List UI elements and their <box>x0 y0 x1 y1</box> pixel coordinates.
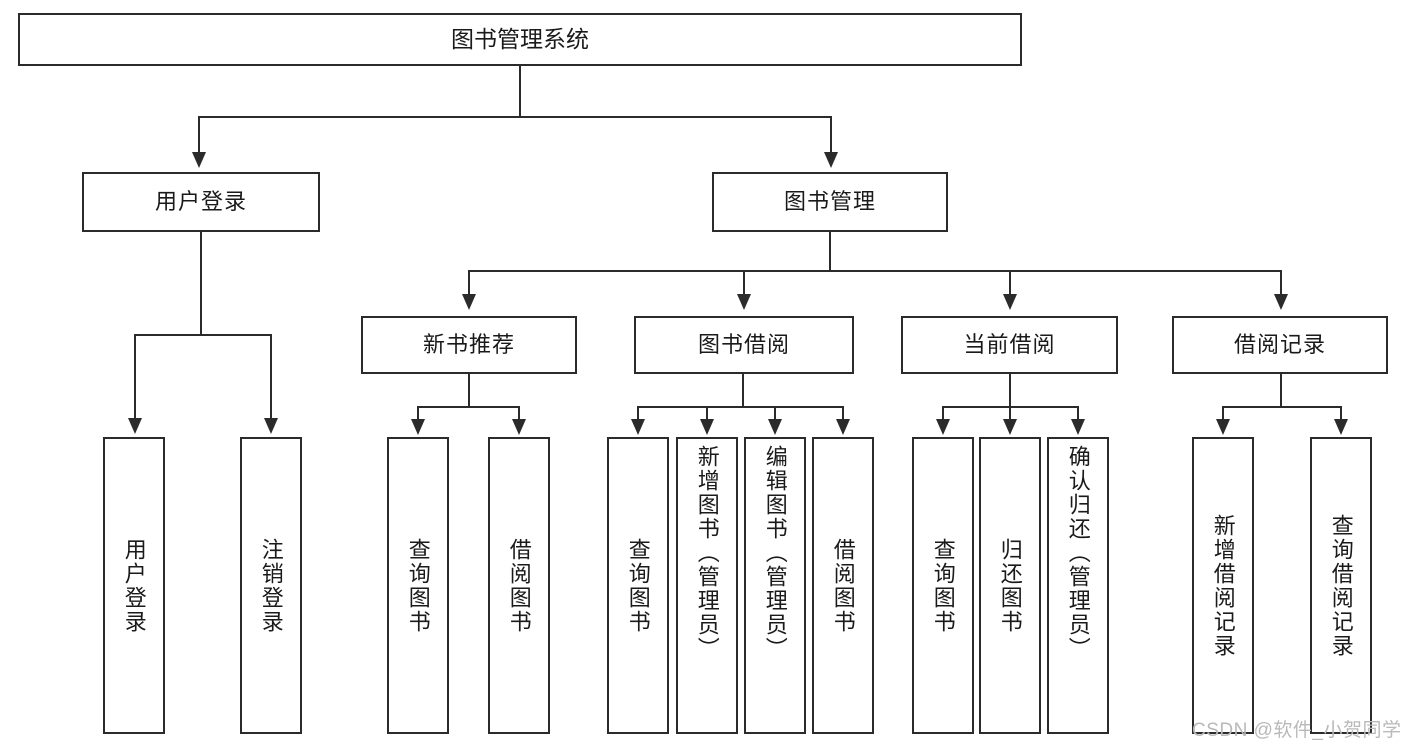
node-label: 用户登录 <box>154 189 247 215</box>
connector-bookmgmt-to-n1 <box>468 270 470 296</box>
node-root-system[interactable]: 图书管理系统 <box>18 13 1022 66</box>
arrow-borrow-to-l1 <box>631 419 645 435</box>
connector-root-to-bookmgmt <box>830 116 832 154</box>
node-label: 查询图书 <box>405 537 431 634</box>
node-label: 查询图书 <box>625 537 651 634</box>
connector-bookmgmt-stem <box>829 232 831 272</box>
node-label: 确认归还（管理员） <box>1065 445 1091 661</box>
node-user-login[interactable]: 用户登录 <box>82 172 320 232</box>
connector-bookmgmt-bar <box>468 270 1280 272</box>
connector-recommend-stem <box>468 374 470 408</box>
arrow-root-to-bookmgmt <box>824 152 838 168</box>
connector-login-bar <box>134 334 272 336</box>
leaf-borrow-query-book[interactable]: 查询图书 <box>607 437 669 734</box>
node-label: 编辑图书（管理员） <box>762 445 788 661</box>
connector-current-stem <box>1009 374 1011 408</box>
connector-borrow-to-l3 <box>774 406 776 421</box>
connector-record-to-l2 <box>1340 406 1342 421</box>
connector-login-to-leaf1 <box>134 334 136 420</box>
connector-borrow-to-l1 <box>637 406 639 421</box>
connector-recommend-bar <box>417 406 520 408</box>
node-current-borrow[interactable]: 当前借阅 <box>901 316 1118 374</box>
arrow-root-to-login <box>192 152 206 168</box>
arrow-borrow-to-l4 <box>836 419 850 435</box>
connector-root-to-login <box>198 116 200 154</box>
node-label: 借阅记录 <box>1233 332 1326 358</box>
node-label: 新增图书（管理员） <box>694 445 720 661</box>
arrow-recommend-to-l1 <box>411 419 425 435</box>
arrow-current-to-l3 <box>1071 419 1085 435</box>
connector-recommend-to-l1 <box>417 406 419 421</box>
leaf-current-query-book[interactable]: 查询图书 <box>912 437 974 734</box>
leaf-recommend-borrow-book[interactable]: 借阅图书 <box>488 437 550 734</box>
node-borrow-record[interactable]: 借阅记录 <box>1172 316 1388 374</box>
connector-record-to-l1 <box>1222 406 1224 421</box>
leaf-record-add-record[interactable]: 新增借阅记录 <box>1192 437 1254 734</box>
arrow-bookmgmt-to-n4 <box>1274 294 1288 310</box>
connector-login-to-leaf2 <box>270 334 272 420</box>
arrow-login-to-leaf1 <box>128 418 142 434</box>
arrow-recommend-to-l2 <box>512 419 526 435</box>
leaf-record-query-record[interactable]: 查询借阅记录 <box>1310 437 1372 734</box>
connector-current-to-l1 <box>942 406 944 421</box>
connector-borrow-to-l2 <box>706 406 708 421</box>
arrow-current-to-l2 <box>1003 419 1017 435</box>
connector-borrow-stem <box>742 374 744 408</box>
csdn-watermark: CSDN @软件_小贺同学 <box>1192 720 1402 741</box>
node-label: 图书借阅 <box>697 332 790 358</box>
node-book-borrow[interactable]: 图书借阅 <box>634 316 854 374</box>
connector-record-stem <box>1280 374 1282 408</box>
connector-borrow-bar <box>637 406 843 408</box>
leaf-current-confirm-return[interactable]: 确认归还（管理员） <box>1047 437 1109 734</box>
node-label: 注销登录 <box>258 537 284 634</box>
connector-current-to-l2 <box>1009 406 1011 421</box>
leaf-current-return-book[interactable]: 归还图书 <box>979 437 1041 734</box>
node-label: 图书管理 <box>783 189 876 215</box>
arrow-bookmgmt-to-n1 <box>462 294 476 310</box>
connector-bookmgmt-to-n4 <box>1280 270 1282 296</box>
connector-bookmgmt-to-n3 <box>1009 270 1011 296</box>
connector-bookmgmt-to-n2 <box>743 270 745 296</box>
connector-login-stem <box>200 232 202 335</box>
connector-root-bar <box>198 116 832 118</box>
leaf-borrow-add-book[interactable]: 新增图书（管理员） <box>676 437 738 734</box>
node-book-management[interactable]: 图书管理 <box>712 172 948 232</box>
leaf-recommend-query-book[interactable]: 查询图书 <box>387 437 449 734</box>
arrow-bookmgmt-to-n3 <box>1003 294 1017 310</box>
arrow-login-to-leaf2 <box>264 418 278 434</box>
arrow-record-to-l2 <box>1334 419 1348 435</box>
arrow-record-to-l1 <box>1216 419 1230 435</box>
arrow-bookmgmt-to-n2 <box>737 294 751 310</box>
leaf-borrow-borrow-book[interactable]: 借阅图书 <box>812 437 874 734</box>
connector-borrow-to-l4 <box>842 406 844 421</box>
node-label: 图书管理系统 <box>451 26 589 53</box>
connector-record-bar <box>1222 406 1342 408</box>
arrow-borrow-to-l2 <box>700 419 714 435</box>
leaf-borrow-edit-book[interactable]: 编辑图书（管理员） <box>744 437 806 734</box>
node-label: 当前借阅 <box>963 332 1056 358</box>
node-label: 借阅图书 <box>506 537 532 634</box>
node-label: 新增借阅记录 <box>1210 513 1236 658</box>
node-label: 查询图书 <box>930 537 956 634</box>
node-label: 借阅图书 <box>830 537 856 634</box>
leaf-user-login[interactable]: 用户登录 <box>103 437 165 734</box>
connector-current-to-l3 <box>1077 406 1079 421</box>
arrow-borrow-to-l3 <box>768 419 782 435</box>
node-label: 查询借阅记录 <box>1328 513 1354 658</box>
node-label: 新书推荐 <box>422 332 515 358</box>
leaf-logout[interactable]: 注销登录 <box>240 437 302 734</box>
connector-recommend-to-l2 <box>518 406 520 421</box>
arrow-current-to-l1 <box>936 419 950 435</box>
connector-root-stem <box>519 66 521 116</box>
node-label: 归还图书 <box>997 537 1023 634</box>
node-new-book-recommend[interactable]: 新书推荐 <box>361 316 577 374</box>
node-label: 用户登录 <box>121 537 147 634</box>
